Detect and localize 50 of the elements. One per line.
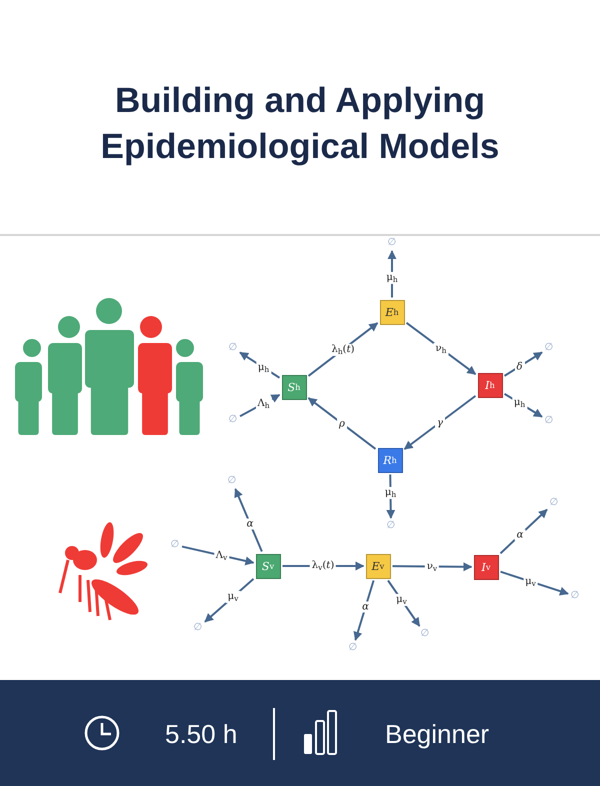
arrow [182, 546, 254, 566]
arrow [500, 570, 569, 596]
sink-label: ∅ [386, 520, 396, 532]
arrow [386, 474, 396, 519]
arrow [234, 488, 263, 552]
sink-label: ∅ [193, 622, 203, 634]
sink-label: ∅ [544, 415, 554, 427]
edge-label: μ$_{v}$ [226, 590, 240, 604]
edge-label: μ$_{h}$ [512, 396, 528, 410]
edge-label: γ [435, 417, 445, 428]
edge-label: α [360, 602, 371, 612]
sink-label: ∅ [227, 475, 237, 487]
arrow [204, 578, 254, 623]
sink-label: ∅ [228, 414, 238, 426]
sink-label: ∅ [228, 342, 238, 354]
arrow [504, 352, 543, 377]
title: Building and Applying Epidemiological Models [100, 80, 500, 168]
edge-label: Λ$_{h}$ [255, 397, 272, 410]
duration-text: 5.50 h [165, 719, 238, 749]
edge-label: μ$_{h}$ [384, 271, 400, 284]
edge-label: α [244, 518, 256, 529]
arrow [388, 250, 396, 298]
sink-label: ∅ [549, 497, 559, 509]
edge-label: μ$_{h}$ [382, 486, 398, 500]
sink-label: ∅ [420, 628, 430, 640]
sink-label: ∅ [170, 539, 180, 551]
edge-label: μ$_{v}$ [523, 575, 538, 588]
edge-label: λ$_{h}$(t) [329, 343, 357, 356]
arrow [387, 580, 420, 627]
edge-label: α [514, 530, 526, 540]
edge-label: δ [514, 361, 525, 372]
arrow [308, 397, 376, 450]
level-text: Beginner [385, 719, 490, 749]
arrow [504, 393, 543, 418]
arrow [392, 562, 472, 572]
edge-label: ρ [337, 418, 347, 429]
edge-label: Λ$_{v}$ [214, 549, 230, 562]
arrow [354, 580, 375, 641]
edge-label: μ$_{v}$ [394, 594, 409, 606]
edge-label: λ$_{v}$(t) [310, 560, 336, 572]
arrow [404, 395, 476, 450]
sink-label: ∅ [570, 590, 580, 602]
edge-label: ν$_{h}$ [434, 342, 448, 355]
sink-label: ∅ [348, 642, 358, 654]
sink-label: ∅ [387, 237, 397, 249]
arrow [240, 394, 280, 418]
arrow [500, 508, 548, 554]
arrow [406, 322, 476, 375]
edge-label: μ$_{h}$ [256, 361, 272, 374]
sink-label: ∅ [544, 342, 554, 354]
